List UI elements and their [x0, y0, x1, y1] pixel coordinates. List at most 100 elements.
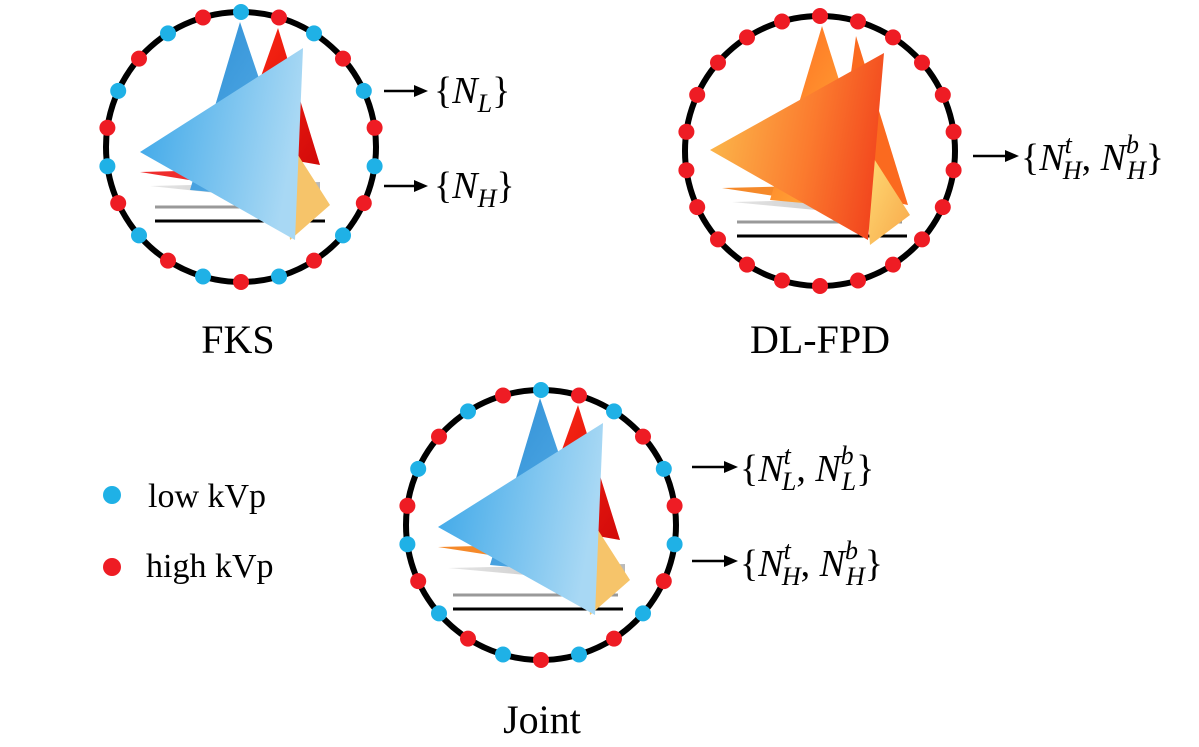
- dlfpd-source-dot-high: [710, 54, 726, 71]
- dlfpd-output-1-sup: t: [1065, 130, 1073, 159]
- dlfpd-source-dot-high: [689, 86, 706, 103]
- fks-output-1-sub: L: [477, 89, 492, 118]
- dlfpd-ring: [678, 8, 962, 294]
- dlfpd-source-dot-high: [914, 231, 930, 248]
- joint-output-2-sup: t: [784, 536, 792, 565]
- fks-output-2-sub: H: [477, 184, 498, 213]
- dlfpd-output-1-sub: H: [1062, 156, 1083, 185]
- fks-ring: [99, 4, 383, 290]
- fks-brace-open-2: {: [434, 165, 452, 207]
- fks-source-dot-low: [99, 158, 116, 175]
- joint-output-1b-base: N: [814, 448, 843, 490]
- joint-brace-close-1: }: [856, 448, 874, 490]
- fks-source-dot-low: [271, 268, 287, 285]
- fks-source-dot-low: [366, 158, 383, 175]
- dlfpd-source-dot-high: [739, 29, 755, 46]
- joint-brace-open-2: {: [740, 543, 758, 585]
- fks-source-dot-low: [131, 227, 147, 244]
- fks-caption: FKS: [201, 317, 274, 362]
- joint-output-2b-sup: b: [845, 536, 858, 565]
- joint-output-2b-base: N: [819, 543, 848, 585]
- fks-source-dot-low: [355, 82, 372, 99]
- fks-source-dot-high: [99, 119, 116, 136]
- fks-source-dot-high: [110, 195, 127, 212]
- joint-source-dot-low: [655, 460, 672, 477]
- svg-text:{NtH, NbH}: {NtH, NbH}: [740, 536, 883, 591]
- joint-output-2-base: N: [757, 543, 786, 585]
- dlfpd-source-dot-high: [710, 231, 726, 248]
- joint-source-dot-high: [655, 573, 672, 590]
- dlfpd-object-icon: [710, 26, 910, 245]
- dlfpd-source-dot-high: [678, 123, 695, 140]
- joint-output-1-base: N: [757, 448, 786, 490]
- dlfpd-source-dot-high: [812, 278, 828, 294]
- joint-source-dot-high: [606, 630, 622, 647]
- joint-source-dot-low: [460, 403, 476, 420]
- fks-brace-close-1: }: [492, 70, 510, 112]
- dlfpd-source-dot-high: [689, 199, 706, 216]
- fks-output-low: {NL}: [384, 70, 510, 118]
- joint-source-dot-low: [399, 536, 416, 553]
- dlfpd-source-dot-high: [885, 29, 901, 46]
- legend-low-label: low kVp: [148, 478, 266, 515]
- dlfpd-brace-open: {: [1021, 137, 1039, 179]
- svg-text:{NL}: {NL}: [434, 70, 510, 118]
- dlfpd-source-dot-high: [934, 199, 951, 216]
- joint-brace-open-1: {: [740, 448, 758, 490]
- fks-source-dot-low: [195, 268, 211, 285]
- joint-source-dot-high: [460, 630, 476, 647]
- joint-source-dot-low: [666, 536, 683, 553]
- joint-source-dot-high: [410, 573, 427, 590]
- joint-object-icon: [438, 398, 630, 615]
- dlfpd-source-dot-high: [850, 272, 866, 289]
- dlfpd-source-dot-high: [945, 123, 962, 140]
- dlfpd-output-2-sub: H: [1126, 156, 1147, 185]
- joint-output-2-sub: H: [781, 562, 802, 591]
- joint-source-dot-low: [410, 460, 427, 477]
- fks-object-icon: [140, 22, 330, 240]
- fks-source-dot-high: [160, 252, 176, 269]
- fks-output-1-base: N: [451, 70, 480, 112]
- dlfpd-source-dot-high: [945, 162, 962, 179]
- joint-source-dot-low: [533, 382, 549, 398]
- fks-source-dot-high: [131, 50, 147, 67]
- joint-source-dot-high: [399, 497, 416, 514]
- joint-source-dot-high: [431, 428, 447, 445]
- joint-source-dot-low: [571, 646, 587, 663]
- fks-source-dot-high: [195, 9, 211, 26]
- dlfpd-brace-close: }: [1146, 137, 1164, 179]
- legend: low kVp high kVp: [103, 478, 274, 585]
- joint-brace-close-2: }: [865, 543, 883, 585]
- dlfpd-source-dot-high: [885, 256, 901, 273]
- fks-source-dot-high: [233, 274, 249, 290]
- joint-source-dot-high: [533, 652, 549, 668]
- fks-brace-open-1: {: [434, 70, 452, 112]
- joint-caption: Joint: [503, 697, 581, 742]
- joint-source-dot-low: [635, 605, 651, 622]
- dlfpd-source-dot-high: [678, 162, 695, 179]
- fks-source-dot-low: [110, 82, 127, 99]
- dlfpd-source-dot-high: [934, 86, 951, 103]
- svg-text:{NH}: {NH}: [434, 165, 515, 213]
- fks-source-dot-low: [335, 227, 351, 244]
- svg-text:{NtL, NbL}: {NtL, NbL}: [740, 441, 874, 496]
- joint-output-2b-sub: H: [845, 562, 866, 591]
- legend-low-dot: [103, 486, 121, 504]
- joint-source-dot-high: [635, 428, 651, 445]
- joint-ring: [399, 382, 683, 668]
- fks-source-dot-high: [335, 50, 351, 67]
- joint-output-1b-sub: L: [841, 467, 856, 496]
- fks-source-dot-high: [366, 119, 383, 136]
- joint-source-dot-low: [606, 403, 622, 420]
- dlfpd-source-dot-high: [739, 256, 755, 273]
- dlfpd-source-dot-high: [850, 13, 866, 30]
- joint-output-1-sup: t: [784, 441, 792, 470]
- fks-source-dot-low: [306, 25, 322, 42]
- dlfpd-source-dot-high: [812, 8, 828, 24]
